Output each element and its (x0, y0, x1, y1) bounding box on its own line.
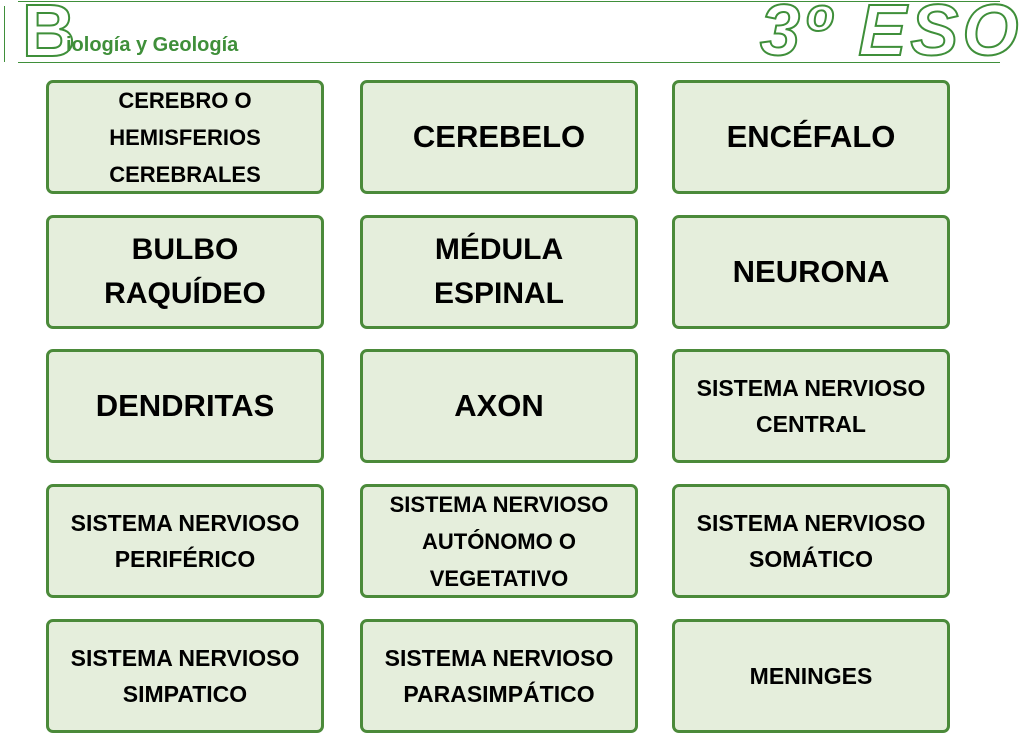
card-label: MENINGES (749, 663, 873, 689)
card-label: SISTEMA NERVIOSO PARASIMPÁTICO (384, 645, 614, 707)
card-sn-parasimpatico[interactable]: SISTEMA NERVIOSO PARASIMPÁTICO (360, 619, 638, 733)
card-label: CEREBELO (412, 119, 586, 154)
card-sn-simpatico[interactable]: SISTEMA NERVIOSO SIMPATICO (46, 619, 324, 733)
card-sn-periferico[interactable]: SISTEMA NERVIOSO PERIFÉRICO (46, 484, 324, 598)
card-label: BULBO RAQUÍDEO (104, 233, 266, 310)
card-label: CEREBRO O HEMISFERIOS CEREBRALES (109, 87, 261, 187)
header-banner: B iología y Geología 3º ESO (0, 0, 1022, 72)
card-medula-espinal[interactable]: MÉDULA ESPINAL (360, 215, 638, 329)
card-grid: CEREBRO O HEMISFERIOS CEREBRALES CEREBEL… (46, 80, 954, 738)
card-encefalo[interactable]: ENCÉFALO (672, 80, 950, 194)
card-cerebro[interactable]: CEREBRO O HEMISFERIOS CEREBRALES (46, 80, 324, 194)
card-neurona[interactable]: NEURONA (672, 215, 950, 329)
header-bottom-rule (18, 62, 1000, 63)
card-label: NEURONA (732, 254, 890, 289)
card-cerebelo[interactable]: CEREBELO (360, 80, 638, 194)
card-sn-central[interactable]: SISTEMA NERVIOSO CENTRAL (672, 349, 950, 463)
card-axon[interactable]: AXON (360, 349, 638, 463)
card-label: SISTEMA NERVIOSO AUTÓNOMO O VEGETATIVO (389, 491, 609, 591)
card-label: DENDRITAS (95, 388, 275, 423)
header-left-rule (4, 6, 5, 62)
card-label: SISTEMA NERVIOSO SOMÁTICO (696, 510, 926, 572)
card-label: MÉDULA ESPINAL (433, 233, 565, 310)
card-label: SISTEMA NERVIOSO PERIFÉRICO (70, 510, 300, 572)
card-label: SISTEMA NERVIOSO CENTRAL (696, 375, 926, 437)
grade-label: 3º ESO (759, 0, 1022, 71)
card-meninges[interactable]: MENINGES (672, 619, 950, 733)
card-sn-somatico[interactable]: SISTEMA NERVIOSO SOMÁTICO (672, 484, 950, 598)
card-label: SISTEMA NERVIOSO SIMPATICO (70, 645, 300, 707)
subject-initial: B (21, 0, 76, 72)
card-dendritas[interactable]: DENDRITAS (46, 349, 324, 463)
subject-title: iología y Geología (66, 34, 239, 56)
header-top-rule (18, 1, 1000, 2)
card-sn-autonomo[interactable]: SISTEMA NERVIOSO AUTÓNOMO O VEGETATIVO (360, 484, 638, 598)
card-label: AXON (454, 388, 544, 423)
card-label: ENCÉFALO (726, 119, 896, 154)
card-bulbo-raquideo[interactable]: BULBO RAQUÍDEO (46, 215, 324, 329)
